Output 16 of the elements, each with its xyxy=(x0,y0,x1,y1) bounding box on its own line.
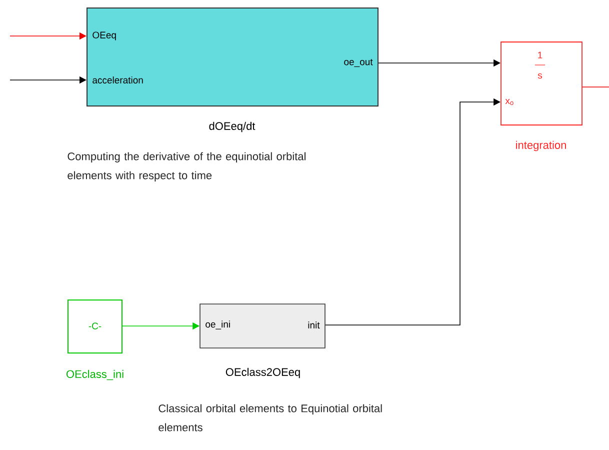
subsystem-block: oe_ini init xyxy=(200,304,326,348)
node-label: OEeq xyxy=(92,32,116,40)
subsystem-block: OEeq acceleration oe_out xyxy=(86,8,378,106)
comment-text: Computing the derivative of the equinotial orbital elements with respect to time xyxy=(68,152,306,182)
node-label: oe_out xyxy=(344,58,373,68)
block-name: integration xyxy=(516,140,566,152)
signal-line xyxy=(582,86,609,88)
block-name: OEclass2OEeq xyxy=(226,368,300,378)
node-label: init xyxy=(308,322,320,328)
node-label: oe_ini xyxy=(206,320,230,330)
comment-text: Classical orbital elements to Equinotial orbital elements xyxy=(158,404,382,432)
block-name: dOEeq/dt xyxy=(209,122,256,132)
integrator-block: 1 s x$_{o}$ xyxy=(500,42,582,126)
node-label: acceleration xyxy=(92,76,143,84)
constant-block: -C- xyxy=(68,300,122,354)
block-name: OEclass_ini xyxy=(66,370,124,380)
